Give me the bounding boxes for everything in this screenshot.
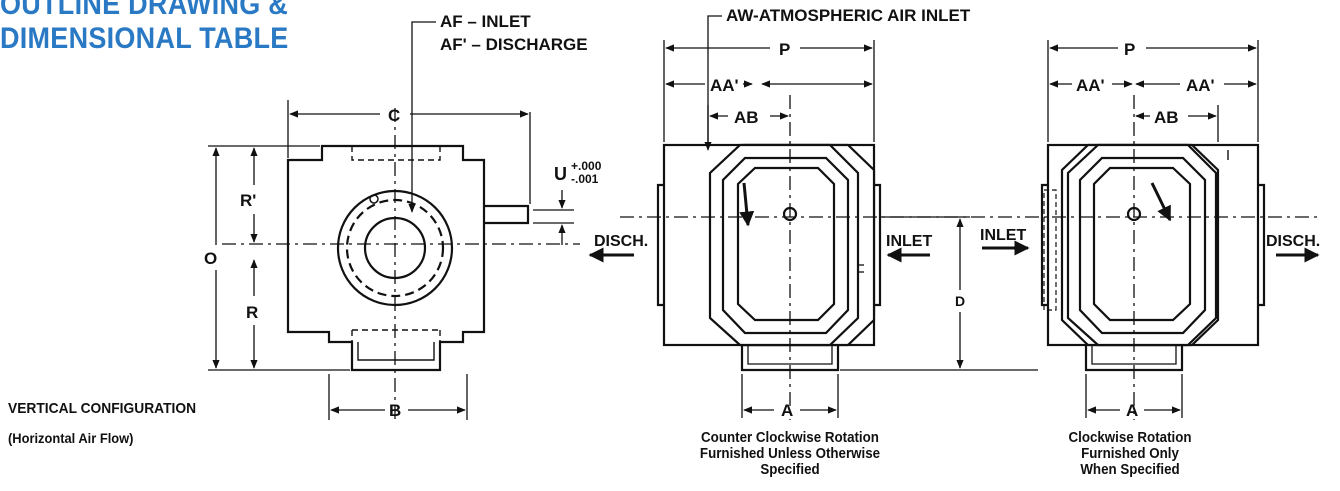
dim-b-label: B: [389, 401, 401, 420]
dim-d-label: D: [955, 293, 965, 309]
page-title: OUTLINE DRAWING & DIMENSIONAL TABLE: [0, 0, 289, 56]
config-title: VERTICAL CONFIGURATION: [8, 400, 197, 417]
dim-a-right-label: A: [1126, 401, 1138, 420]
dim-u-tol-minus: -.001: [571, 172, 599, 186]
inlet-left-label: INLET: [886, 233, 932, 250]
title-line-2: DIMENSIONAL TABLE: [0, 22, 289, 55]
dim-u-label: U: [554, 164, 567, 184]
inlet-right-label: INLET: [980, 227, 1026, 244]
dim-aa-prime-right-b-label: AA': [1186, 76, 1215, 95]
caption-cw-line-1: Clockwise Rotation: [1068, 430, 1192, 446]
disch-left-label: DISCH.: [594, 233, 648, 250]
caption-cw: Clockwise Rotation Furnished Only When S…: [1038, 430, 1222, 478]
dim-p-left-label: P: [779, 40, 790, 59]
dim-ab-left-label: AB: [734, 108, 759, 127]
config-subtitle: (Horizontal Air Flow): [8, 430, 134, 446]
caption-ccw: Counter Clockwise Rotation Furnished Unl…: [661, 430, 919, 478]
caption-cw-line-2: Furnished Only: [1081, 446, 1179, 462]
dim-r-prime-label: R': [240, 191, 256, 210]
dim-u-tol-plus: +.000: [571, 159, 602, 173]
blower-ccw-view: [656, 143, 882, 372]
disch-right-label: DISCH.: [1266, 233, 1320, 250]
dim-p-right-label: P: [1124, 40, 1135, 59]
af-discharge-label: AF' – DISCHARGE: [440, 35, 588, 54]
caption-ccw-line-1: Counter Clockwise Rotation: [701, 430, 879, 446]
dim-c-label: C: [388, 106, 400, 125]
caption-cw-line-3: When Specified: [1080, 462, 1180, 478]
dim-a-left-label: A: [781, 401, 793, 420]
caption-ccw-line-3: Specified: [760, 462, 820, 478]
aw-inlet-label: AW-ATMOSPHERIC AIR INLET: [726, 6, 971, 25]
dim-o-label: O: [204, 249, 217, 268]
caption-ccw-line-2: Furnished Unless Otherwise: [699, 446, 881, 462]
dim-ab-right-label: AB: [1154, 108, 1179, 127]
side-view: [286, 144, 530, 372]
title-line-1: OUTLINE DRAWING &: [0, 0, 289, 21]
blower-cw-view: [1040, 143, 1266, 372]
dim-aa-prime-left-label: AA': [710, 76, 739, 95]
dim-aa-prime-right-a-label: AA': [1076, 76, 1105, 95]
af-inlet-label: AF – INLET: [440, 12, 531, 31]
dim-r-label: R: [246, 303, 258, 322]
